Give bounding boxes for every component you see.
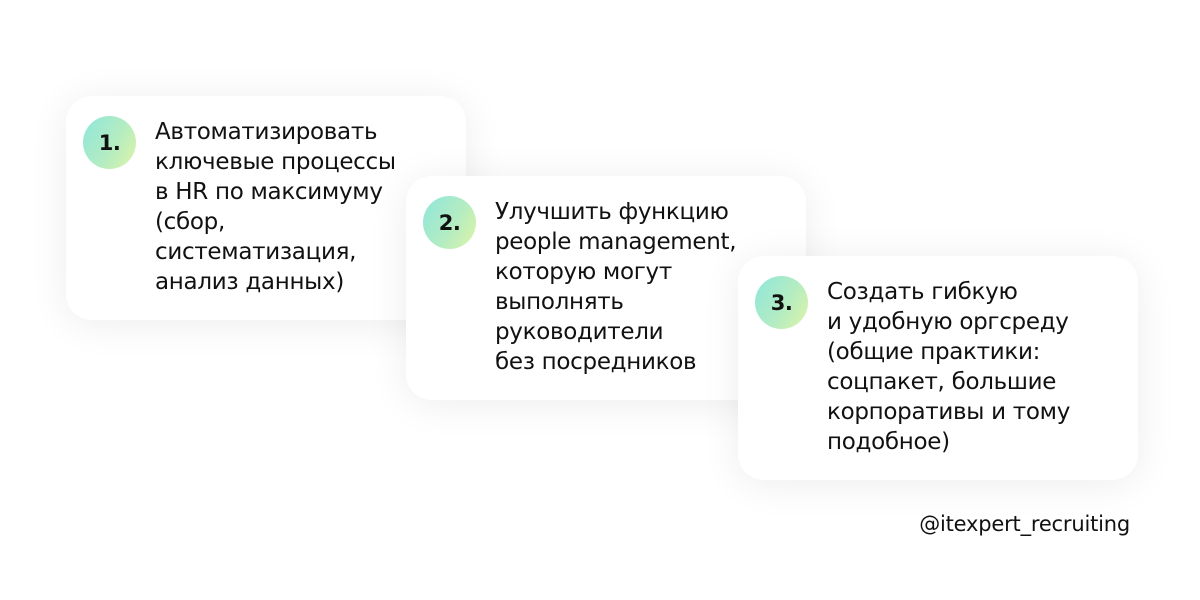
number-badge: 3.	[755, 276, 808, 329]
social-handle: @itexpert_recruiting	[919, 512, 1130, 536]
card-text: Улучшить функцию people management, кото…	[495, 199, 737, 375]
badge-number: 3.	[770, 290, 793, 315]
card-3: 3. Создать гибкую и удобную оргсреду (об…	[738, 256, 1138, 480]
card-text: Создать гибкую и удобную оргсреду (общие…	[827, 279, 1071, 455]
card-1: 1. Автоматизировать ключевые процессы в …	[66, 96, 466, 320]
number-badge: 2.	[423, 196, 476, 249]
number-badge: 1.	[83, 116, 136, 169]
badge-number: 2.	[438, 210, 461, 235]
badge-number: 1.	[98, 130, 121, 155]
card-text: Автоматизировать ключевые процессы в HR …	[155, 119, 396, 295]
